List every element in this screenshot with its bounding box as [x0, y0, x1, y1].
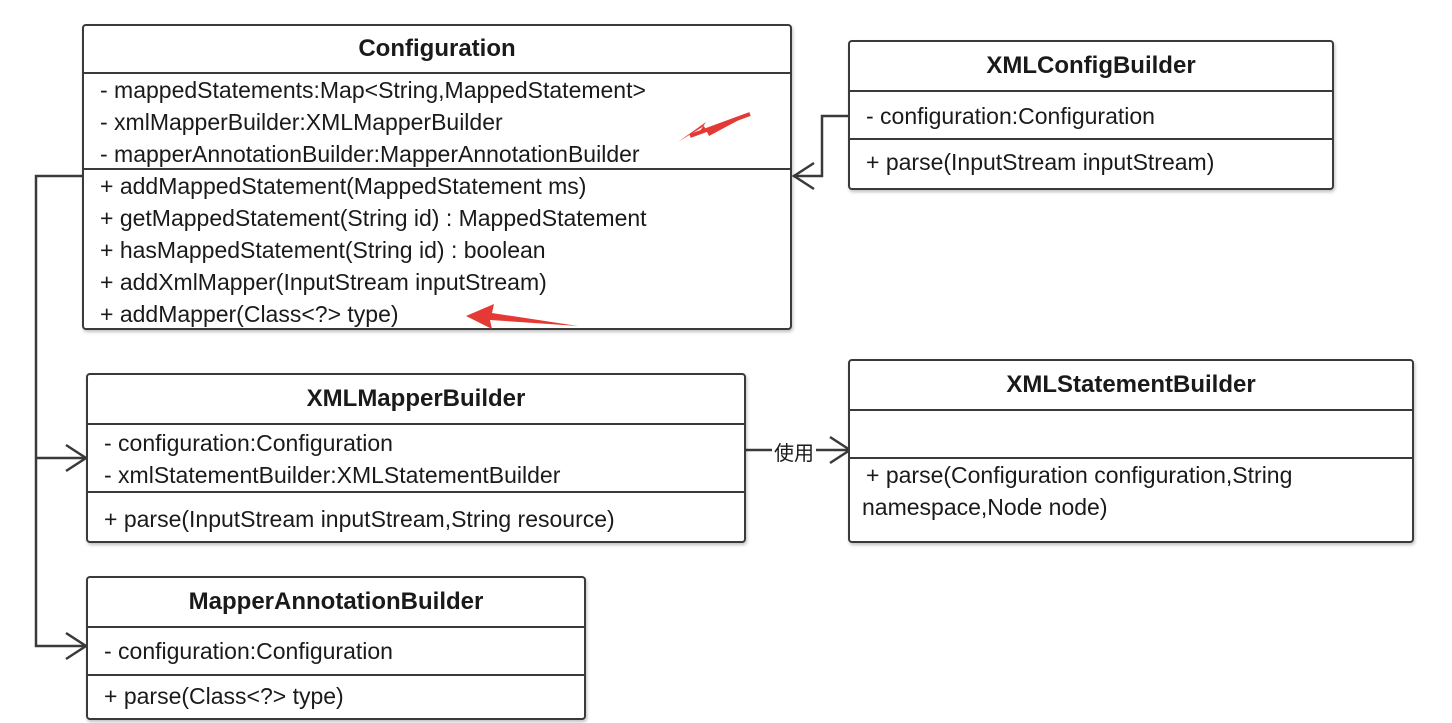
- attribute: - xmlMapperBuilder:XMLMapperBuilder: [100, 109, 503, 135]
- method: + parse(Class<?> type): [104, 683, 344, 709]
- attributes-section: - configuration:Configuration: [88, 628, 584, 676]
- attributes-section: - mappedStatements:Map<String,MappedStat…: [84, 74, 790, 170]
- method: + getMappedStatement(String id) : Mapped…: [100, 205, 647, 231]
- arrowhead-configuration: [791, 161, 815, 191]
- class-xmlmapperbuilder[interactable]: XMLMapperBuilder - configuration:Configu…: [86, 373, 746, 543]
- class-name: XMLConfigBuilder: [850, 42, 1332, 92]
- attribute: - configuration:Configuration: [104, 638, 393, 664]
- methods-section: + parse(InputStream inputStream): [850, 140, 1332, 178]
- attributes-section: [850, 411, 1412, 459]
- methods-section: + parse(InputStream inputStream,String r…: [88, 493, 744, 535]
- edge-xmlconfigbuilder-to-configuration: [794, 114, 850, 178]
- uses-label: 使用: [772, 437, 816, 466]
- method: + hasMappedStatement(String id) : boolea…: [100, 237, 546, 263]
- class-xmlconfigbuilder[interactable]: XMLConfigBuilder - configuration:Configu…: [848, 40, 1334, 190]
- methods-section: + parse(Configuration configuration,Stri…: [850, 459, 1412, 523]
- class-configuration[interactable]: Configuration - mappedStatements:Map<Str…: [82, 24, 792, 330]
- methods-section: + parse(Class<?> type): [88, 676, 584, 712]
- methods-section: + addMappedStatement(MappedStatement ms)…: [84, 170, 790, 330]
- attribute: - configuration:Configuration: [104, 430, 393, 456]
- class-name: Configuration: [84, 26, 790, 74]
- class-mapperannotationbuilder[interactable]: MapperAnnotationBuilder - configuration:…: [86, 576, 586, 720]
- class-name: XMLMapperBuilder: [88, 375, 744, 425]
- attribute: - mapperAnnotationBuilder:MapperAnnotati…: [100, 141, 640, 167]
- method: + parse(Configuration configuration,Stri…: [866, 462, 1293, 488]
- attribute: - configuration:Configuration: [866, 103, 1155, 129]
- edge-configuration-to-builders: [34, 174, 86, 648]
- attributes-section: - configuration:Configuration - xmlState…: [88, 425, 744, 493]
- method: namespace,Node node): [862, 494, 1108, 520]
- attribute: - mappedStatements:Map<String,MappedStat…: [100, 77, 646, 103]
- class-xmlstatementbuilder[interactable]: XMLStatementBuilder + parse(Configuratio…: [848, 359, 1414, 543]
- class-name: MapperAnnotationBuilder: [88, 578, 584, 628]
- method: + parse(InputStream inputStream,String r…: [104, 506, 615, 532]
- attributes-section: - configuration:Configuration: [850, 92, 1332, 140]
- method: + addMappedStatement(MappedStatement ms): [100, 173, 587, 199]
- method: + addMapper(Class<?> type): [100, 301, 399, 327]
- attribute: - xmlStatementBuilder:XMLStatementBuilde…: [104, 462, 561, 488]
- method: + addXmlMapper(InputStream inputStream): [100, 269, 547, 295]
- class-name: XMLStatementBuilder: [850, 361, 1412, 411]
- method: + parse(InputStream inputStream): [866, 149, 1215, 175]
